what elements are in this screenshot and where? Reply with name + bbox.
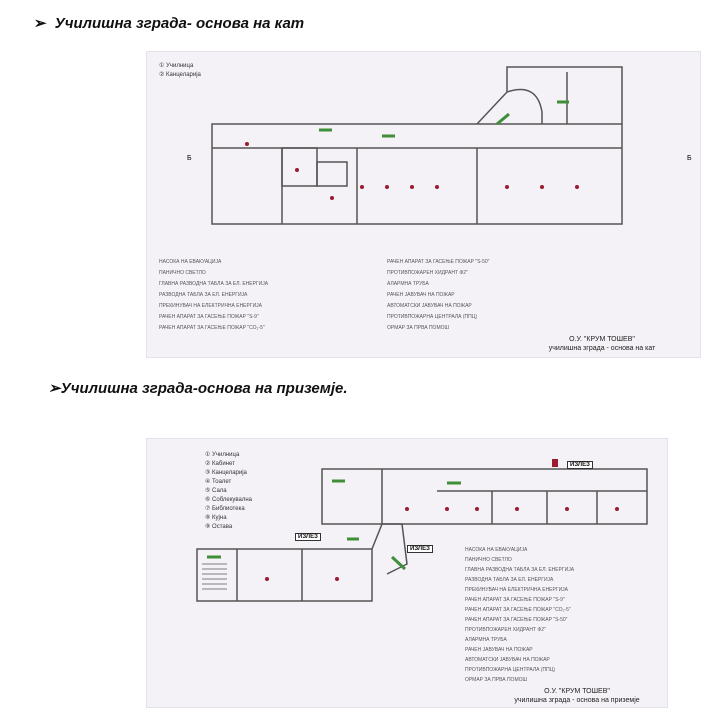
bullet-icon: ➢ xyxy=(34,15,47,32)
ground-plan-drawing xyxy=(196,459,648,602)
exit-label: ИЗЛЕЗ xyxy=(407,545,433,553)
ground-plan-image: ИЗЛЕЗ ИЗЛЕЗ ИЗЛЕЗ ① Училница ② Кабинет ③… xyxy=(146,438,668,708)
axis-mark-left: Б xyxy=(187,155,192,162)
heading-floor-plan: ➢Училишна зграда- основа на кат xyxy=(34,15,305,32)
exit-label: ИЗЛЕЗ xyxy=(295,533,321,541)
ground-plan-caption: О.У. "КРУМ ТОШЕВ" училишна зграда - осно… xyxy=(514,688,640,704)
room-key: ① Училница ② Канцеларија xyxy=(159,63,201,78)
room-key: ① Училница ② Кабинет ③ Канцеларија ④ Тоа… xyxy=(205,452,253,530)
axis-mark-right: Б xyxy=(687,155,692,162)
floor-plan-drawing: Б Б xyxy=(187,66,692,225)
heading-ground-plan: ➢Училишна зграда-основа на приземје. xyxy=(48,380,348,397)
exit-label: ИЗЛЕЗ xyxy=(567,461,593,469)
floor-plan-image: Б Б ① Училница ② Канцеларија НАСОКА НА Е… xyxy=(146,51,701,358)
floor-plan-caption: О.У. "КРУМ ТОШЕВ" училишна зграда - осно… xyxy=(548,336,656,352)
bullet-icon: ➢ xyxy=(48,380,61,397)
